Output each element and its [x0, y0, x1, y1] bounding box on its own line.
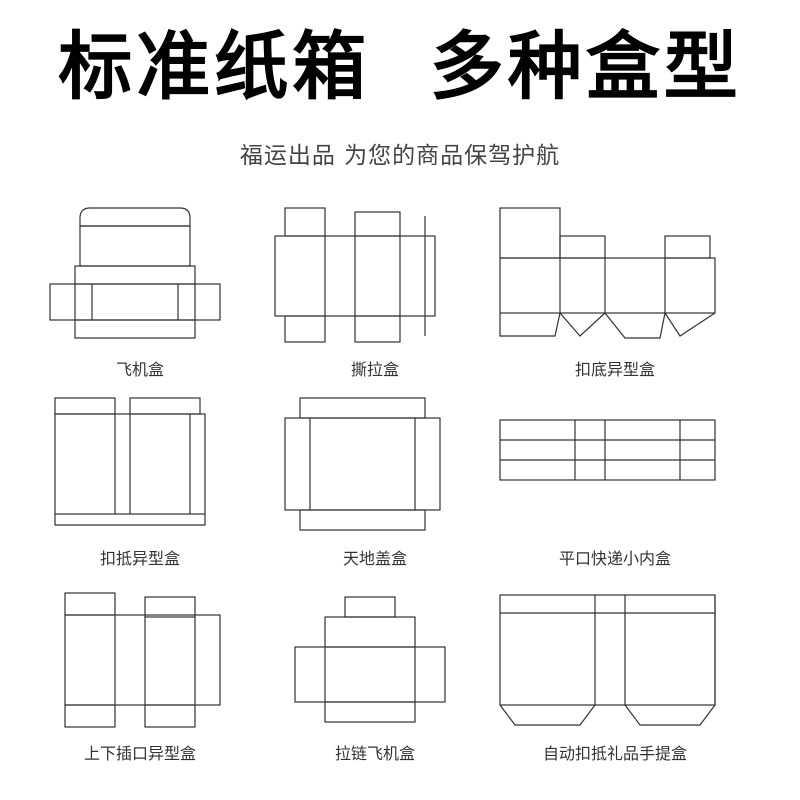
- caption-gift-handle: 自动扣抵礼品手提盒: [542, 744, 687, 763]
- tear-box-dieline: [274, 207, 436, 343]
- gift-handle-box-dieline: [499, 594, 716, 726]
- tuck-box-dieline: [64, 592, 221, 728]
- box-tear: 撕拉盒: [255, 196, 495, 386]
- caption-lock-diff: 扣抵异型盒: [99, 549, 180, 568]
- box-airplane: 飞机盒: [20, 196, 260, 386]
- lid-box-dieline: [284, 397, 441, 531]
- lockbottom-box-dieline: [499, 207, 716, 339]
- caption-lid: 天地盖盒: [342, 549, 407, 568]
- caption-airplane: 飞机盒: [115, 360, 164, 379]
- lock-diff-box-dieline: [54, 397, 206, 526]
- caption-tear: 撕拉盒: [350, 360, 399, 379]
- box-tuck: 上下插口异型盒: [20, 585, 260, 775]
- box-lid: 天地盖盒: [255, 390, 495, 580]
- title-right: 多种盒型: [429, 24, 742, 110]
- box-lock-diff: 扣抵异型盒: [20, 390, 260, 580]
- subtitle: 福运出品 为您的商品保驾护航: [239, 143, 561, 169]
- box-flat-inner: 平口快递小内盒: [495, 390, 735, 580]
- airplane-box-dieline: [49, 207, 221, 339]
- box-lockbottom: 扣底异型盒: [495, 196, 735, 386]
- title-left: 标准纸箱: [58, 24, 371, 110]
- caption-flat-inner: 平口快递小内盒: [558, 549, 671, 568]
- box-gift-handle: 自动扣抵礼品手提盒: [495, 585, 735, 775]
- flat-inner-box-dieline: [499, 419, 716, 481]
- caption-lockbottom: 扣底异型盒: [574, 360, 655, 379]
- caption-zipper: 拉链飞机盒: [334, 744, 415, 763]
- box-zipper: 拉链飞机盒: [255, 585, 495, 775]
- zipper-box-dieline: [294, 596, 446, 723]
- page-title: 标准纸箱 多种盒型: [0, 22, 800, 112]
- caption-tuck: 上下插口异型盒: [83, 744, 196, 763]
